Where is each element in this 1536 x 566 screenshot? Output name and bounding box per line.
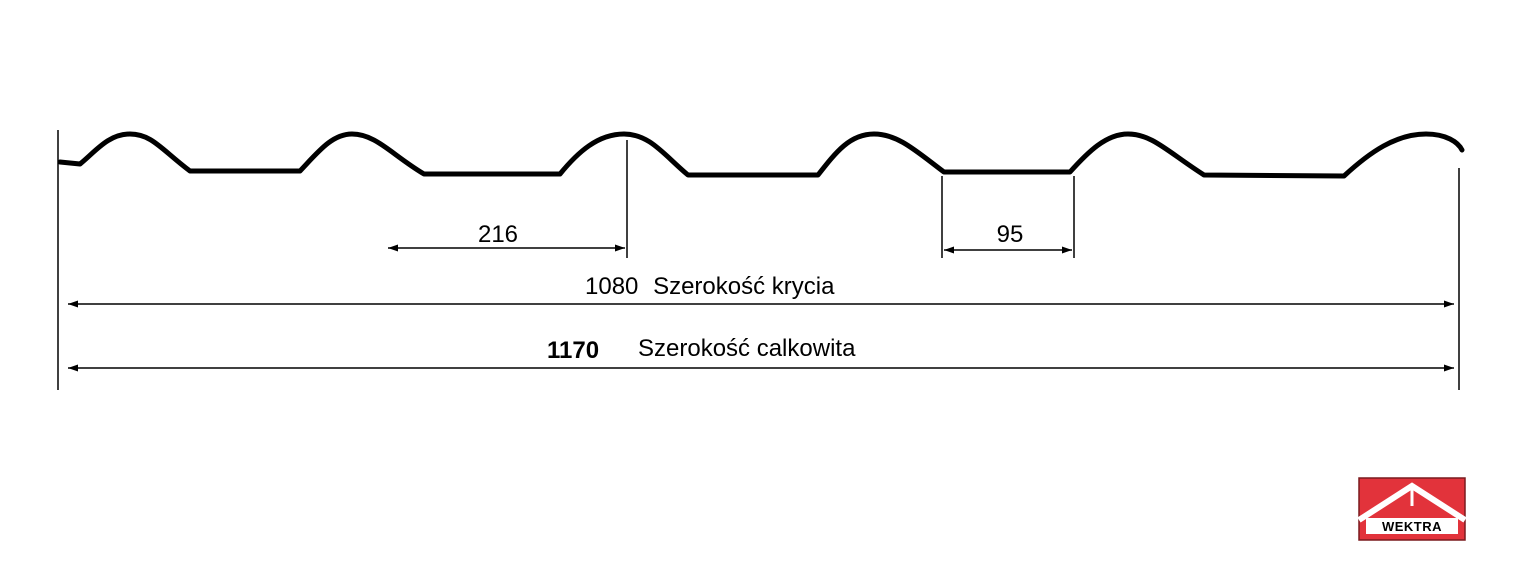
sheet-profile — [57, 131, 1465, 179]
covering-width-value: 1080 — [585, 273, 638, 300]
pitch-dimension-label: 216 — [478, 221, 518, 248]
logo-text: WEKTRA — [1382, 519, 1442, 534]
total-width-value: 1170 — [547, 337, 599, 364]
valley-dimension-label: 95 — [997, 221, 1024, 248]
covering-width-text: Szerokość krycia — [653, 273, 835, 300]
wektra-logo: WEKTRA — [1357, 477, 1467, 541]
total-width-text: Szerokość calkowita — [638, 335, 856, 362]
covering-width-label: 1080 Szerokość krycia — [585, 273, 835, 300]
